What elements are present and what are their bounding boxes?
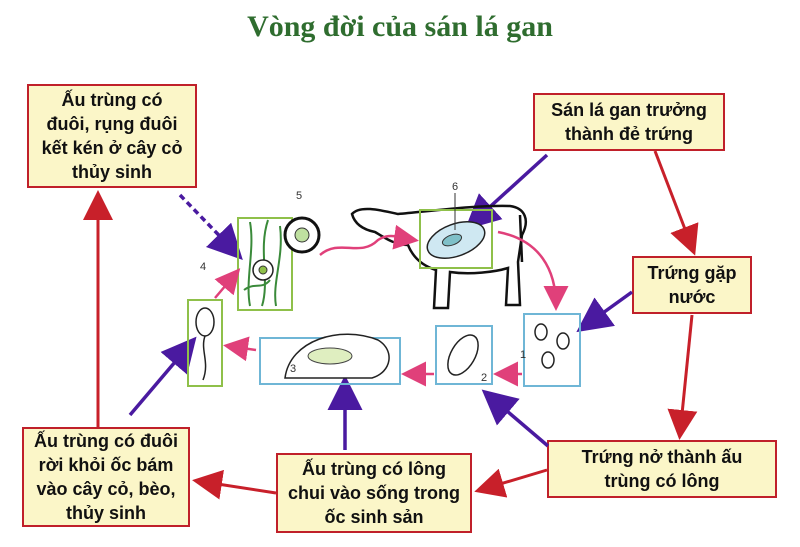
- box-cercaria-cyst-text: Ấu trùng có đuôi, rụng đuôi kết kén ở câ…: [41, 90, 183, 182]
- box-adult-fluke: Sán lá gan trưởng thành đẻ trứng: [533, 93, 725, 151]
- cercaria-figure: [195, 307, 215, 337]
- box-eggs-hatch: Trứng nở thành ấu trùng có lông: [547, 440, 777, 498]
- arrow-hatch-to-snail: [474, 468, 548, 498]
- eggs-frame: [523, 313, 581, 387]
- pointer-adult-to-liver: [464, 153, 549, 230]
- box-eggs-hatch-text: Trứng nở thành ấu trùng có lông: [581, 447, 743, 491]
- arrow-snail-to-leave: [192, 469, 277, 500]
- pointer-leave-to-cercaria: [128, 336, 197, 417]
- arrow-eggs-to-hatch: [667, 314, 698, 440]
- box-cercaria-leave-text: Ấu trùng có đuôi rời khỏi ốc bám vào cây…: [34, 431, 178, 523]
- figure-number-2: 2: [481, 372, 487, 384]
- eggs-figure: [534, 323, 570, 369]
- box-eggs-water-text: Trứng gặp nước: [647, 263, 737, 307]
- miracidium-figure: [447, 334, 479, 376]
- figure-number-1: 1: [520, 349, 526, 361]
- box-cercaria-leave: Ấu trùng có đuôi rời khỏi ốc bám vào cây…: [22, 427, 190, 527]
- diagram-title: Vòng đời của sán lá gan: [247, 10, 553, 43]
- water-plant-figure: [243, 219, 282, 307]
- arrow-adult-to-eggs: [653, 150, 699, 256]
- box-eggs-water: Trứng gặp nước: [632, 256, 752, 314]
- box-adult-fluke-text: Sán lá gan trưởng thành đẻ trứng: [551, 100, 707, 144]
- pointer-hatch-to-miracidium: [481, 389, 550, 448]
- figure-number-5: 5: [296, 190, 302, 202]
- box-miracidium-snail-text: Ấu trùng có lông chui vào sống trong ốc …: [287, 459, 460, 527]
- plant-frame: [237, 217, 293, 311]
- figure-number-3: 3: [290, 363, 296, 375]
- box-miracidium-snail: Ấu trùng có lông chui vào sống trong ốc …: [276, 453, 472, 533]
- figure-number-4: 4: [200, 261, 206, 273]
- flow-snail-to-cercaria: [223, 336, 257, 362]
- figure-number-6: 6: [452, 181, 458, 193]
- miracidium-frame: [435, 325, 493, 385]
- flow-cercaria-to-plant: [214, 268, 241, 299]
- cercaria-frame: [187, 299, 223, 387]
- pointer-eggs-to-egg-figure: [576, 290, 634, 333]
- flow-cow-to-eggs: [497, 230, 569, 311]
- pointer-cyst-to-plant: [178, 193, 243, 261]
- box-cercaria-cyst: Ấu trùng có đuôi, rụng đuôi kết kén ở câ…: [27, 84, 197, 188]
- liver-frame: [419, 209, 493, 269]
- flow-cyst-to-cow: [319, 224, 419, 256]
